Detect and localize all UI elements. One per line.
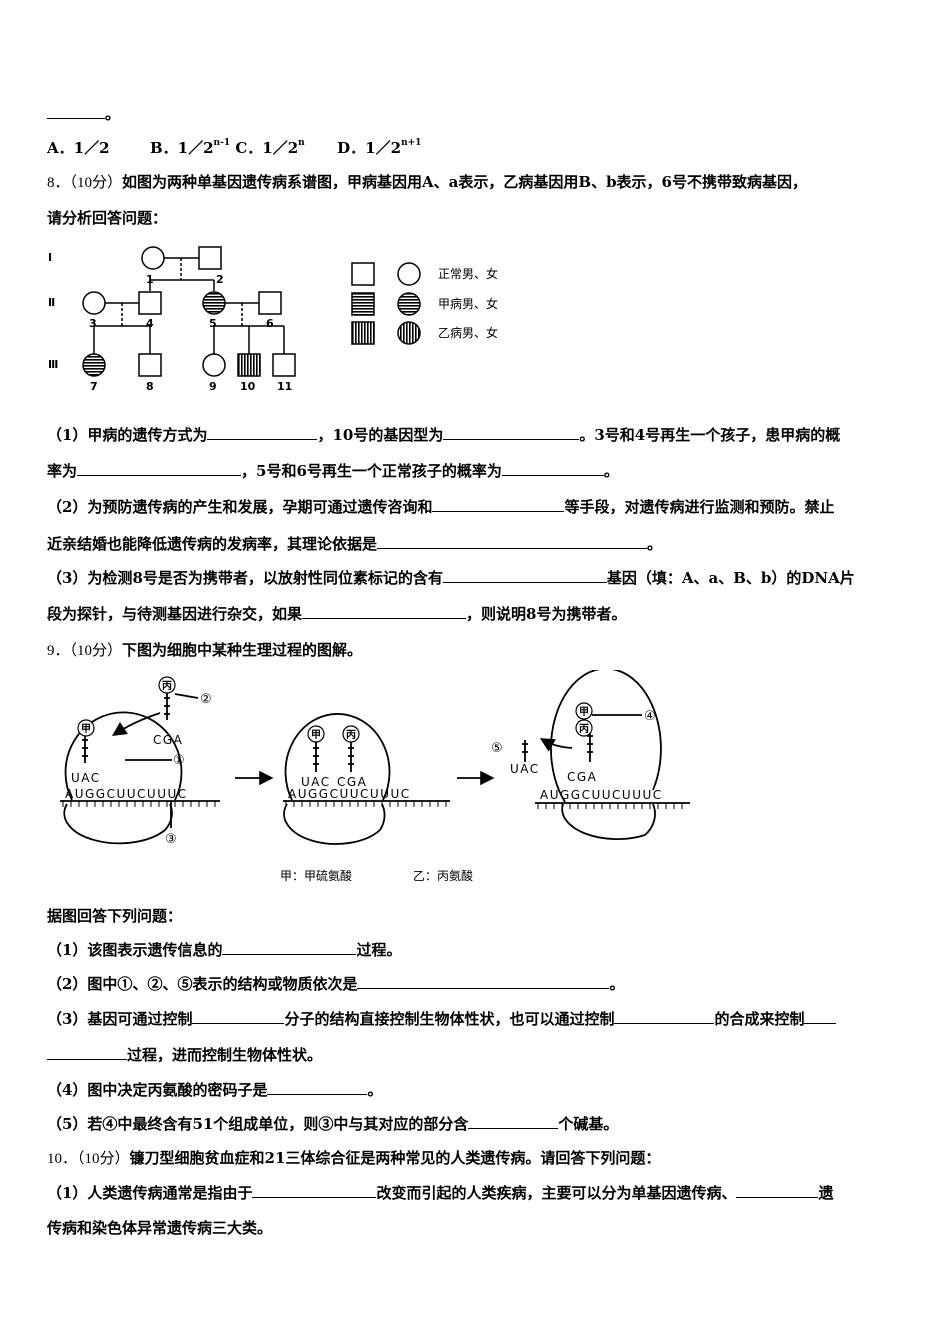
anticodon-label: UAC <box>510 762 540 776</box>
q8-part1-line2: 率为，5号和6号再生一个正常孩子的概率为。 <box>47 462 619 480</box>
question-number: 10． <box>47 1151 78 1167</box>
amino-acid-label: 甲 <box>579 706 589 718</box>
individual-label: 4 <box>146 317 154 330</box>
legend-disease-yi: 乙病男、女 <box>438 325 498 340</box>
generation-label: Ⅱ <box>48 296 55 309</box>
question-score: （10分） <box>77 1151 130 1167</box>
individual-label: 11 <box>277 380 292 393</box>
q8-part2-line1: （2）为预防遗传病的产生和发展，孕期可通过遗传咨询和等手段，对遗传病进行监测和预… <box>47 498 835 516</box>
q8-part2-line2: 近亲结婚也能降低遗传病的发病率，其理论依据是。 <box>47 535 663 553</box>
mrna-sequence: AUGGCUUCUUUC <box>65 787 188 801</box>
individual-label: 3 <box>89 317 97 330</box>
anticodon-label: UAC <box>301 775 331 789</box>
answer-blank <box>47 104 105 119</box>
question-number: 9． <box>47 643 70 659</box>
question-number: 8． <box>47 175 70 191</box>
option-a: A．1／2 <box>47 139 110 157</box>
translation-figure: 甲 丙 甲 丙 甲 丙 UAC CGA AUGGCUUCUUUC UAC CGA… <box>60 670 690 883</box>
q10-part1-line2: 传病和染色体异常遗传病三大类。 <box>47 1219 273 1237</box>
q9-part3-line1: （3）基因可通过控制分子的结构直接控制生物体性状，也可以通过控制的合成来控制 <box>47 1009 837 1029</box>
option-d: D．1／2n+1 <box>337 138 422 158</box>
q9-part1: （1）该图表示遗传信息的过程。 <box>47 941 402 959</box>
anticodon-label: CGA <box>567 770 597 784</box>
q9-intro: 据图回答下列问题： <box>47 907 183 925</box>
circled-number-label: ⑤ <box>491 741 503 756</box>
q9-part2: （2）图中①、②、⑤表示的结构或物质依次是。 <box>47 975 625 993</box>
legend-disease-jia: 甲病男、女 <box>438 296 498 311</box>
q7-options: A．1／2 B．1／2n-1 C．1／2n D．1／2n+1 <box>47 138 421 158</box>
q10-part1-line1: （1）人类遗传病通常是指由于改变而引起的人类疾病，主要可以分为单基因遗传病、遗 <box>47 1184 834 1202</box>
anticodon-label: CGA <box>153 733 183 747</box>
individual-label: 2 <box>216 273 224 286</box>
q10-stem: 10．（10分）镰刀型细胞贫血症和21三体综合征是两种常见的人类遗传病。请回答下… <box>47 1149 661 1167</box>
amino-acid-label: 甲 <box>311 729 321 741</box>
anticodon-label: CGA <box>337 775 367 789</box>
amino-acid-label: 丙 <box>579 723 589 735</box>
mrna-sequence: AUGGCUUCUUUC <box>288 787 411 801</box>
q8-stem-line1: 8．（10分）如图为两种单基因遗传病系谱图，甲病基因用A、a表示，乙病基因用B、… <box>47 173 807 191</box>
individual-label: 1 <box>146 273 154 286</box>
prev-answer-line: 。 <box>47 104 120 124</box>
individual-label: 10 <box>240 380 256 393</box>
q8-part3-line2: 段为探针，与待测基因进行杂交，如果，则说明8号为携带者。 <box>47 605 627 623</box>
amino-acid-label: 丙 <box>162 680 172 692</box>
option-c: C．1／2n <box>235 138 305 158</box>
amino-acid-label: 丙 <box>346 729 356 741</box>
legend-yi: 乙：丙氨酸 <box>413 868 473 883</box>
circled-number-label: ③ <box>165 832 177 847</box>
generation-label: Ⅰ <box>48 251 52 264</box>
amino-acid-label: 甲 <box>81 723 91 735</box>
q8-part1-line1: （1）甲病的遗传方式为，10号的基因型为。3号和4号再生一个孩子，患甲病的概 <box>47 426 841 444</box>
anticodon-label: UAC <box>71 771 101 785</box>
legend-jia: 甲：甲硫氨酸 <box>280 868 352 883</box>
individual-label: 6 <box>266 317 274 330</box>
q8-stem-line2: 请分析回答问题： <box>47 209 168 227</box>
legend-normal: 正常男、女 <box>438 266 498 281</box>
circled-number-label: ④ <box>644 709 656 724</box>
q9-part4: （4）图中决定丙氨酸的密码子是。 <box>47 1081 383 1099</box>
question-score: （10分） <box>69 643 123 659</box>
individual-label: 7 <box>90 380 98 393</box>
circled-number-label: ② <box>200 692 212 707</box>
q8-part3-line1: （3）为检测8号是否为携带者，以放射性同位素标记的含有基因（填：A、a、B、b）… <box>47 569 855 587</box>
circled-number-label: ① <box>173 753 185 768</box>
generation-label: Ⅲ <box>48 358 58 371</box>
individual-label: 5 <box>209 317 217 330</box>
q9-stem: 9．（10分）下图为细胞中某种生理过程的图解。 <box>47 641 363 659</box>
option-b: B．1／2n-1 <box>149 138 231 158</box>
individual-label: 8 <box>146 380 154 393</box>
question-score: （10分） <box>69 175 123 191</box>
individual-label: 9 <box>209 380 217 393</box>
q9-part5: （5）若④中最终含有51个组成单位，则③中与其对应的部分含个碱基。 <box>47 1115 619 1133</box>
mrna-sequence: AUGGCUUCUUUC <box>540 788 663 802</box>
q9-part3-line2: 过程，进而控制生物体性状。 <box>47 1045 322 1065</box>
pedigree-figure: Ⅰ Ⅱ Ⅲ 1 2 3 4 5 6 7 8 9 10 11 正常男、女 甲病男、… <box>48 246 498 393</box>
